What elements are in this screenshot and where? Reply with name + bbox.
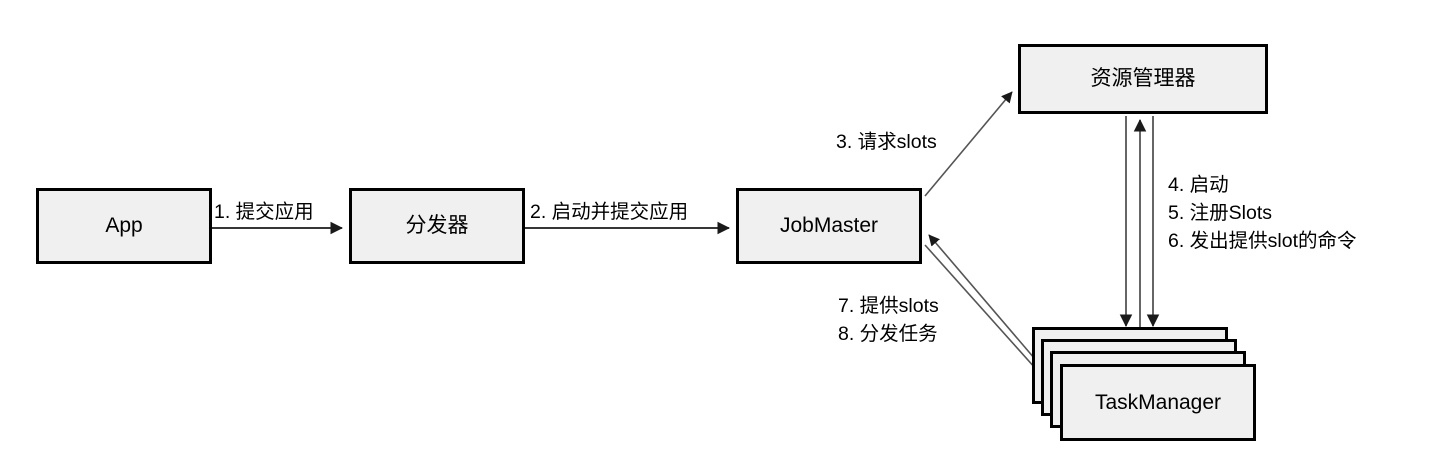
edge-label-5: 5. 注册Slots [1168, 202, 1273, 224]
edge-jobmaster-to-resourcemanager [924, 91, 1013, 197]
node-app[interactable]: App [36, 188, 212, 264]
edge-label-8: 8. 分发任务 [838, 323, 938, 345]
edge-label-6: 6. 发出提供slot的命令 [1168, 230, 1357, 252]
edge-jobmaster-to-taskmanager [924, 244, 1054, 389]
edge-label-4: 4. 启动 [1168, 174, 1229, 196]
node-resourcemanager-label: 资源管理器 [1090, 67, 1196, 91]
node-jobmaster[interactable]: JobMaster [736, 188, 922, 264]
edge-label-7: 7. 提供slots [838, 295, 939, 317]
edge-label-2: 2. 启动并提交应用 [530, 201, 689, 223]
node-taskmanager-label: TaskManager [1094, 390, 1222, 414]
node-resourcemanager[interactable]: 资源管理器 [1018, 44, 1268, 114]
node-app-label: App [105, 214, 143, 238]
node-dispatcher[interactable]: 分发器 [349, 188, 525, 264]
node-taskmanager[interactable]: TaskManager [1060, 364, 1256, 441]
node-jobmaster-label: JobMaster [779, 214, 879, 238]
edge-label-3: 3. 请求slots [836, 131, 937, 153]
edge-label-1: 1. 提交应用 [214, 201, 314, 223]
node-dispatcher-label: 分发器 [405, 214, 469, 238]
